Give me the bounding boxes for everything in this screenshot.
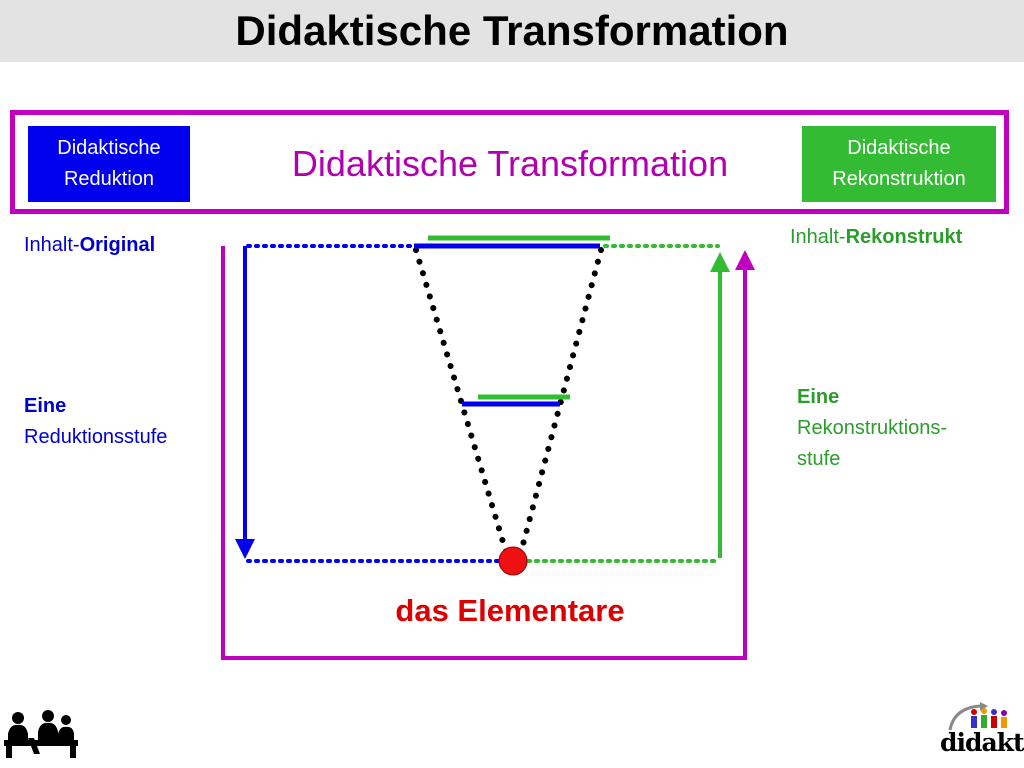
transformation-title: Didaktische Transformation xyxy=(291,143,729,184)
people-silhouette-icon xyxy=(4,710,78,758)
didaktik-logo-figures-icon xyxy=(948,702,1007,731)
funnel-right-dotted-line xyxy=(518,247,604,555)
didaktik-logo-text: didaktik xyxy=(940,728,1024,757)
inhalt-rekonstrukt-prefix: Inhalt- xyxy=(790,226,846,248)
didaktische-reduktion-box: Didaktische Reduktion xyxy=(28,126,190,202)
funnel-left-dotted-line xyxy=(413,247,509,555)
slide-title: Didaktische Transformation xyxy=(235,7,789,54)
transformation-frame xyxy=(10,110,1009,214)
reduktionsstufe-line-1: Eine xyxy=(24,395,67,417)
inhalt-original-prefix: Inhalt- xyxy=(24,234,80,256)
reduktionsstufe-label: Eine Reduktionsstufe xyxy=(24,391,167,453)
rekonstruktionsstufe-label: Eine Rekonstruktions- stufe xyxy=(797,382,947,475)
rekonstruktionsstufe-line-1: Eine xyxy=(797,386,840,408)
rekonstruktion-box-line-2: Rekonstruktion xyxy=(832,168,966,190)
reduktionsstufe-line-2: Reduktionsstufe xyxy=(24,426,168,448)
inhalt-original-bold: Original xyxy=(79,234,156,256)
inhalt-rekonstrukt-label: Inhalt-Rekonstrukt xyxy=(790,222,962,253)
rekonstruktion-box-line-1: Didaktische xyxy=(847,137,951,159)
reduktion-box-line-1: Didaktische xyxy=(57,137,161,159)
reduktion-box-line-2: Reduktion xyxy=(63,168,155,190)
rekonstruktionsstufe-line-2: Rekonstruktions- xyxy=(797,417,948,439)
didaktische-rekonstruktion-box: Didaktische Rekonstruktion xyxy=(802,126,996,202)
inhalt-rekonstrukt-bold: Rekonstrukt xyxy=(845,226,963,248)
elementare-label: das Elementare xyxy=(395,593,625,628)
rekonstruktionsstufe-line-3: stufe xyxy=(797,448,841,470)
inhalt-original-label: Inhalt-Original xyxy=(24,230,155,261)
elementare-point xyxy=(498,546,528,576)
title-bar xyxy=(0,0,1024,62)
transformation-loop-path xyxy=(221,246,755,660)
didaktik-logo: didaktik xyxy=(940,700,1024,762)
